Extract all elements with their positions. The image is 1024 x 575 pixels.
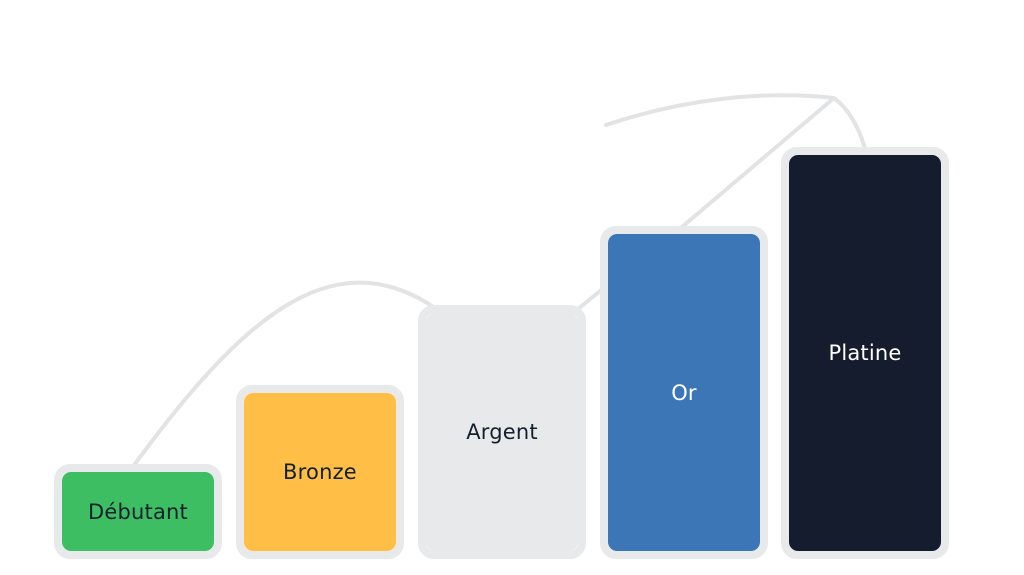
tier-argent-label: Argent	[466, 420, 538, 444]
tier-or: Or	[600, 226, 768, 559]
tier-or-label: Or	[671, 380, 697, 405]
tier-debutant-label: Débutant	[88, 499, 188, 524]
tier-bronze-label: Bronze	[283, 460, 357, 484]
tier-bronze: Bronze	[236, 385, 404, 559]
tier-bronze-fill	[244, 393, 396, 551]
tier-platine: Platine	[781, 147, 949, 559]
progression-path	[130, 93, 868, 470]
tier-argent-fill	[426, 313, 578, 551]
tier-debutant-fill	[62, 472, 214, 551]
tier-platine-fill	[789, 155, 941, 551]
tier-argent: Argent	[418, 305, 586, 559]
tier-debutant: Débutant	[54, 464, 222, 559]
tier-or-fill	[608, 234, 760, 551]
tier-platine-label: Platine	[828, 341, 902, 365]
